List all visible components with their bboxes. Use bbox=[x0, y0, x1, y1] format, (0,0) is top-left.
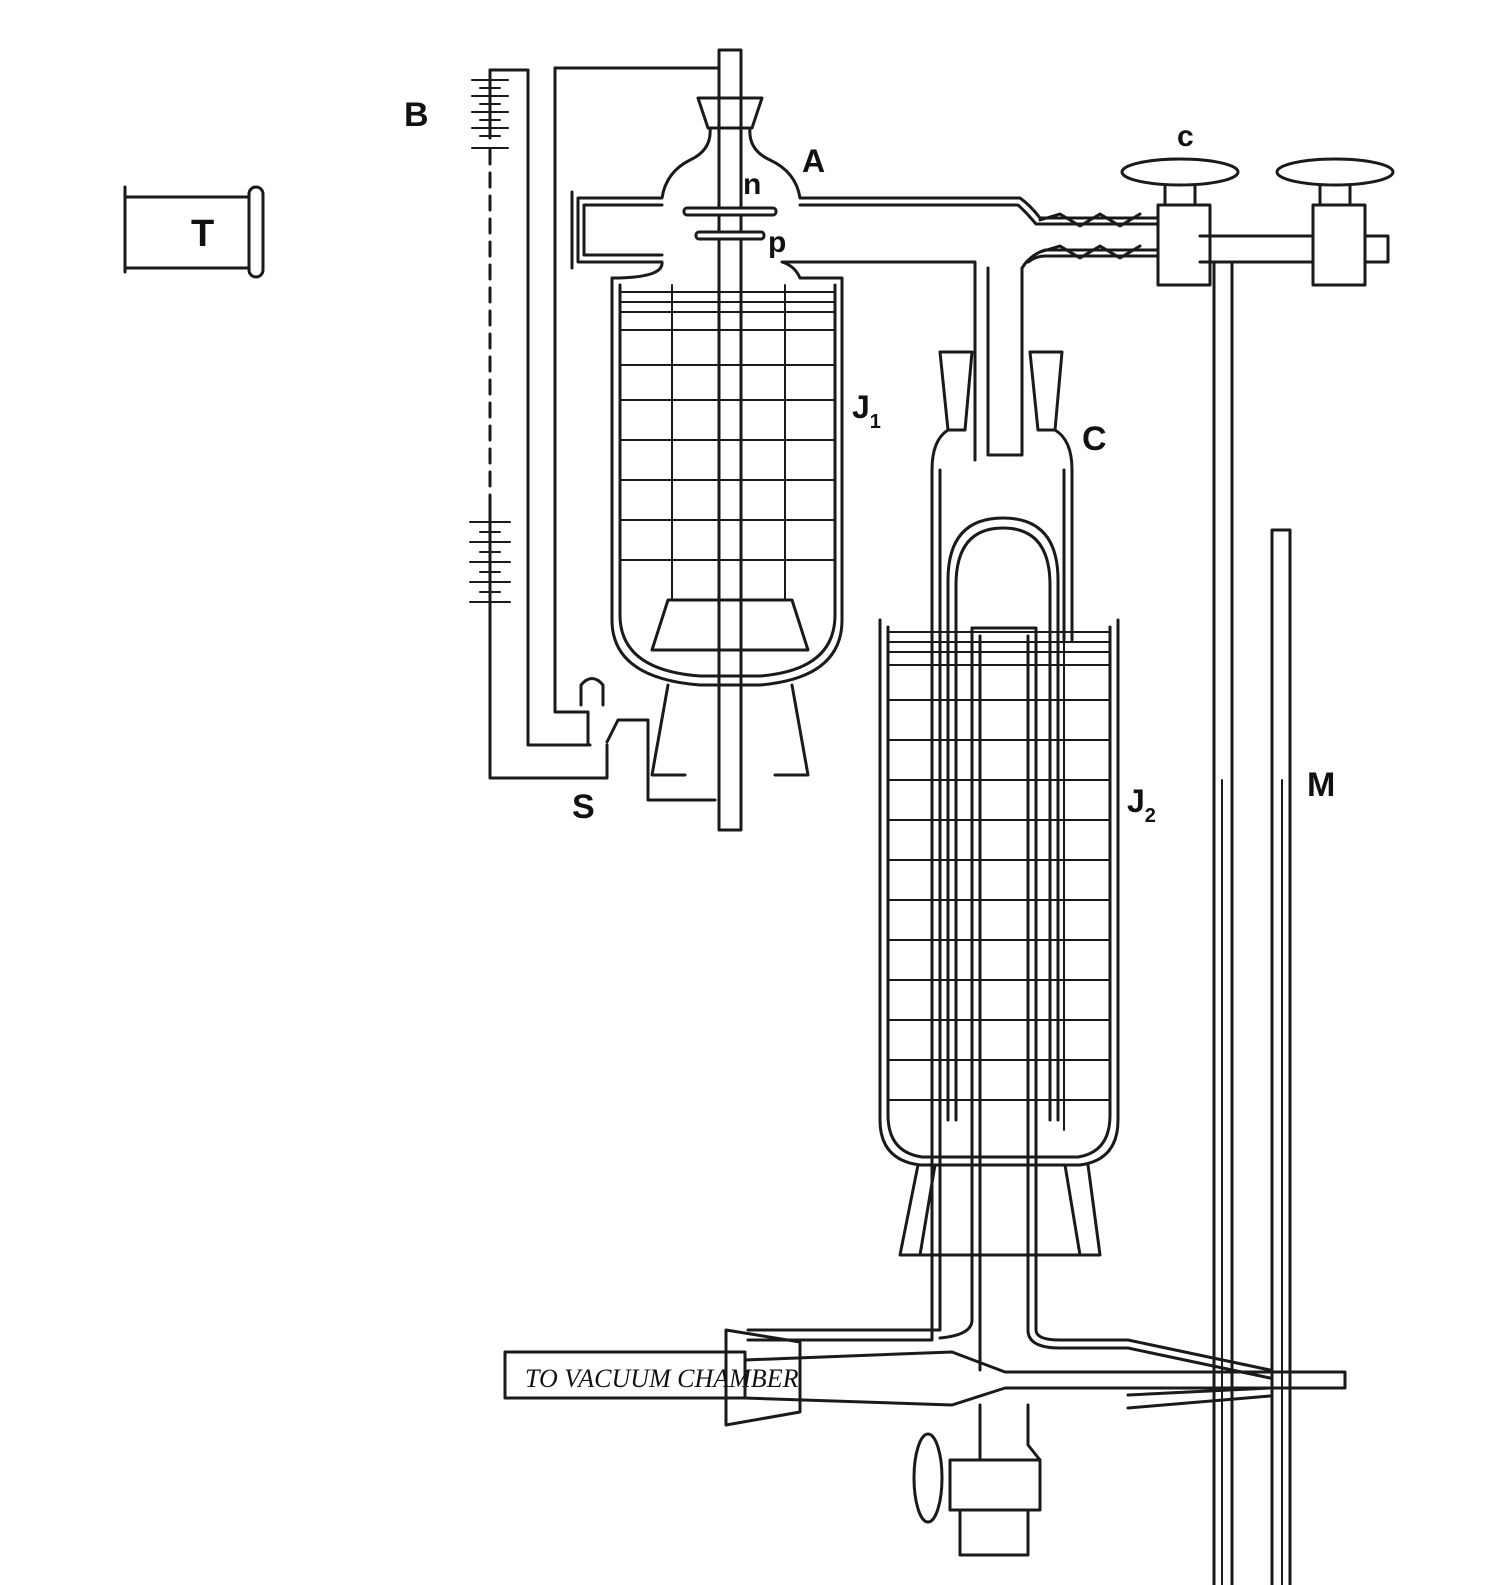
label-M: M bbox=[1307, 766, 1335, 804]
outlet-assembly bbox=[503, 1328, 1347, 1557]
ice-jacket-J2 bbox=[878, 618, 1120, 1257]
switch-S bbox=[553, 66, 742, 802]
bulb-chamber-A bbox=[570, 96, 1162, 280]
stopcock-c bbox=[1038, 157, 1395, 287]
label-C: C bbox=[1082, 420, 1107, 458]
label-c: c bbox=[1177, 120, 1194, 153]
label-n: n bbox=[743, 168, 761, 201]
manometer-M bbox=[1212, 260, 1292, 1585]
label-p: p bbox=[768, 226, 786, 259]
label-J2: J2 bbox=[1127, 783, 1156, 827]
battery-B bbox=[469, 68, 609, 780]
label-B: B bbox=[404, 96, 429, 134]
inner-tube bbox=[938, 626, 1130, 1372]
label-A: A bbox=[802, 143, 825, 179]
label-vacuum-chamber: TO VACUUM CHAMBER bbox=[525, 1364, 799, 1393]
label-T: T bbox=[191, 213, 214, 255]
telescope-T bbox=[123, 185, 265, 279]
ice-jacket-J1 bbox=[610, 260, 977, 777]
label-S: S bbox=[572, 788, 595, 826]
label-J1: J1 bbox=[852, 389, 881, 433]
condenser-C bbox=[746, 248, 1162, 1342]
